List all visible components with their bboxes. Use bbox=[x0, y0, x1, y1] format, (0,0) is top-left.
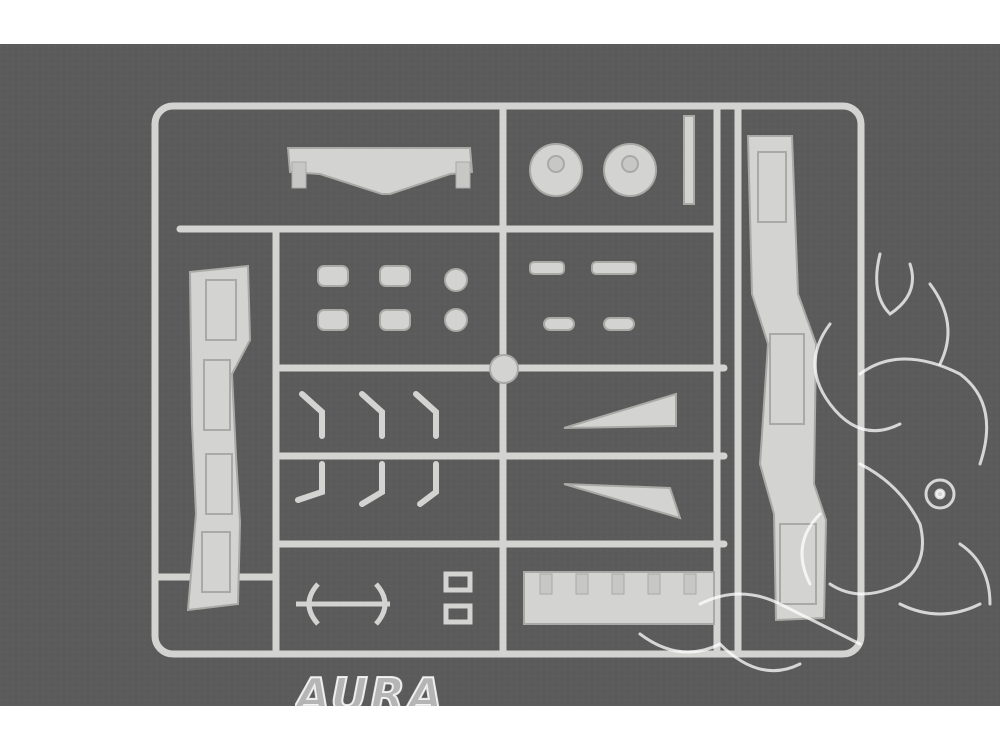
top-bracket-part bbox=[286, 147, 474, 195]
sprue-photo-drawing bbox=[0, 44, 1000, 706]
bottom-block-part bbox=[523, 571, 715, 625]
lever-parts bbox=[295, 391, 439, 507]
right-long-part bbox=[746, 135, 828, 622]
watermark-text: AURA MODEL bbox=[295, 672, 635, 706]
sprue-photo bbox=[0, 44, 1000, 706]
watermark-label: AURA MODEL bbox=[295, 672, 445, 706]
left-long-part bbox=[186, 264, 252, 612]
dragon-head-logo bbox=[638, 252, 992, 673]
small-parts-upper bbox=[317, 115, 695, 332]
wheel-hub-parts bbox=[489, 143, 657, 384]
triangular-parts bbox=[563, 392, 682, 520]
small-parts-lower bbox=[296, 571, 473, 626]
